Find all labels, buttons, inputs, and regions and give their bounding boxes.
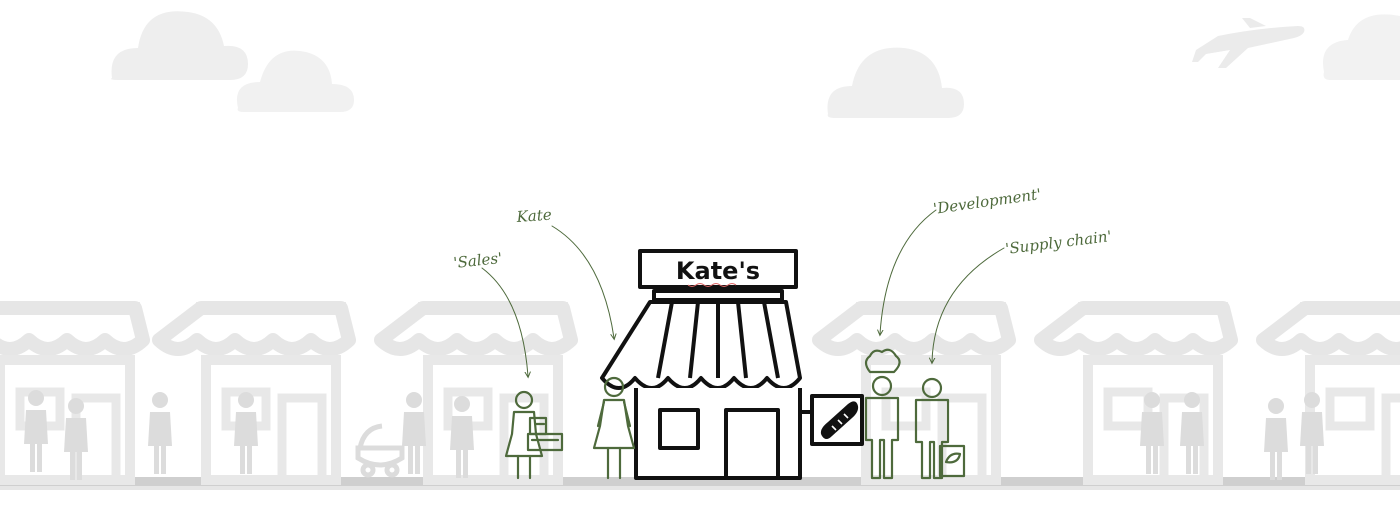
- sales-person-figure: [504, 390, 544, 480]
- cloud-left: [111, 11, 248, 80]
- kates-shop: [600, 249, 864, 480]
- label-kate: Kate: [515, 206, 552, 226]
- shop-awning: [600, 300, 802, 390]
- chef-figure: [864, 348, 901, 480]
- cloud-center: [827, 47, 964, 118]
- supply-chain-figure: [914, 377, 950, 480]
- cloud-right: [1323, 14, 1400, 80]
- arrow-development: [880, 209, 937, 334]
- arrow-supply-chain: [932, 247, 1005, 362]
- label-supply-chain: 'Supply chain': [1004, 227, 1112, 258]
- cloud-left-small: [236, 50, 354, 112]
- shop-sign-text: Kate's: [676, 257, 760, 285]
- baguette-icon: [820, 401, 859, 439]
- airplane-icon: [1192, 18, 1305, 68]
- arrow-sales: [481, 267, 528, 376]
- chef-hat-icon: [864, 348, 901, 374]
- sidewalk: [0, 477, 1400, 486]
- kate-figure: [592, 376, 636, 480]
- cash-register-icon: [526, 416, 564, 452]
- label-sales: 'Sales': [453, 249, 503, 272]
- grocery-bag-icon: [938, 444, 966, 478]
- label-development: 'Development': [932, 185, 1042, 218]
- shop-sign-board: [638, 249, 798, 289]
- shop-window: [658, 408, 700, 450]
- background-pedestrians: [24, 390, 1324, 480]
- shop-door: [724, 408, 780, 480]
- arrow-kate: [551, 225, 614, 338]
